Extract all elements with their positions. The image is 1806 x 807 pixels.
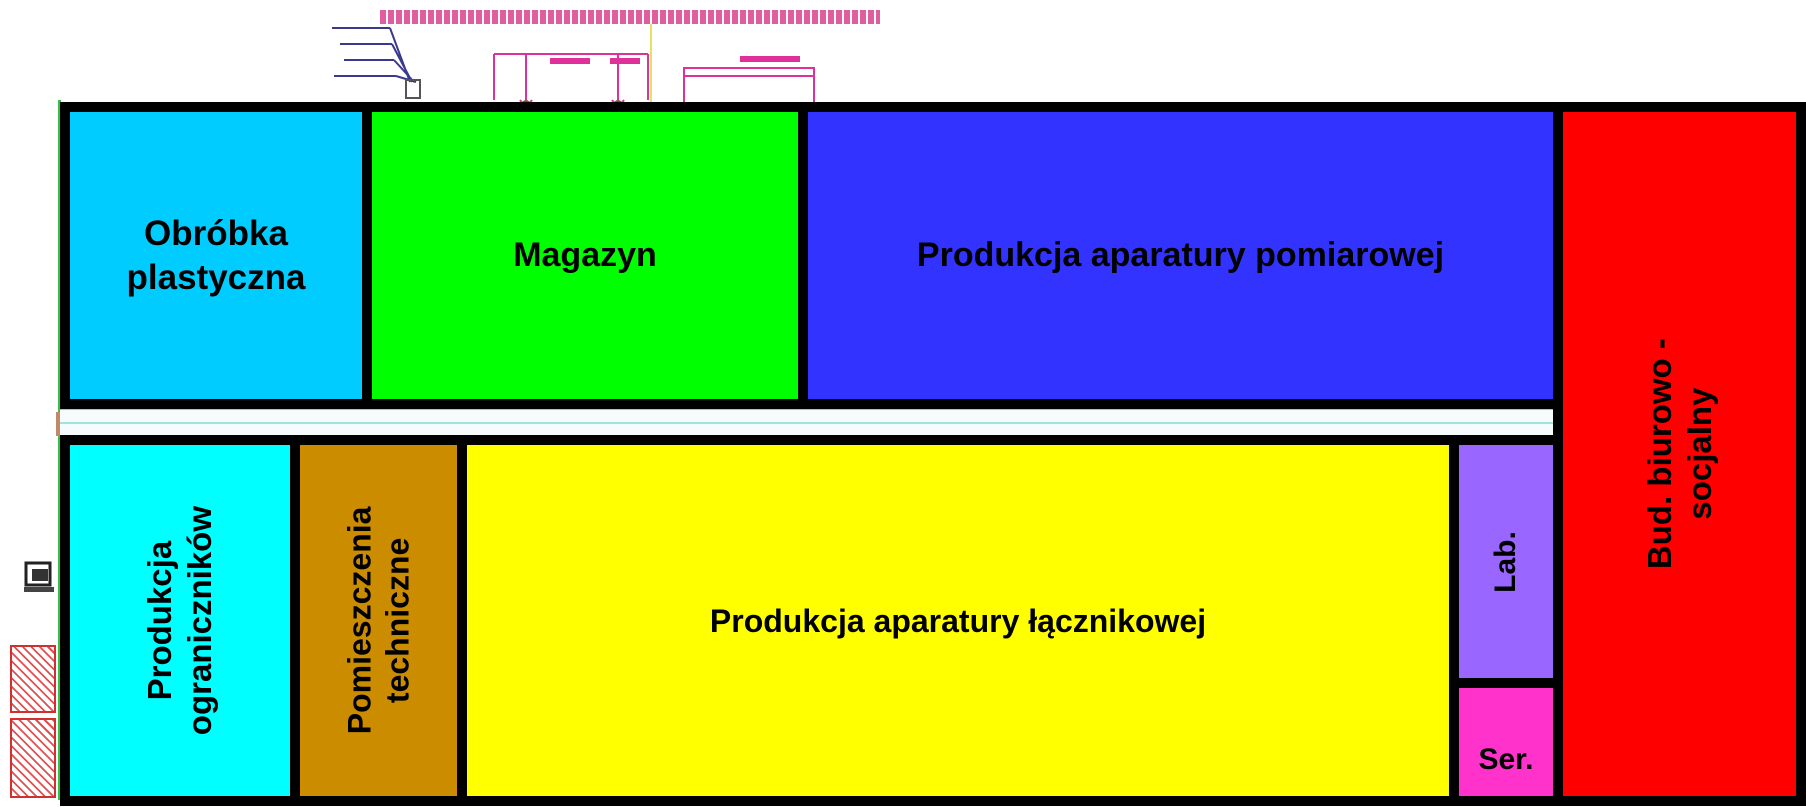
room-obrobka-plastyczna[interactable]: Obróbka plastyczna [60, 102, 372, 409]
room-magazyn[interactable]: Magazyn [362, 102, 808, 409]
room-label: Ser. [1478, 742, 1534, 776]
room-label: Produkcja aparatury łącznikowej [709, 602, 1207, 639]
room-label: Pomieszczenia techniczne [341, 506, 416, 735]
room-produkcja-aparatury-pomiarowej[interactable]: Produkcja aparatury pomiarowej [798, 102, 1563, 409]
room-label: Bud. biurowo - socjalny [1640, 338, 1718, 570]
corridor [60, 409, 1563, 437]
room-ser[interactable]: Ser. [1449, 678, 1563, 806]
room-produkcja-aparatury-lacznikowej[interactable]: Produkcja aparatury łącznikowej [457, 435, 1459, 806]
header-drawing-strip [380, 10, 880, 24]
left-hatched-block-lower [10, 718, 56, 798]
left-pipe-drawing [330, 22, 425, 102]
room-label: Magazyn [513, 236, 657, 275]
room-label: Lab. [1488, 530, 1522, 593]
room-label: Obróbka plastyczna [126, 213, 306, 297]
room-bud-biurowo-socjalny[interactable]: Bud. biurowo - socjalny [1553, 102, 1806, 806]
room-pomieszczenia-techniczne[interactable]: Pomieszczenia techniczne [290, 435, 467, 806]
yellow-marker-line [650, 24, 652, 104]
room-lab[interactable]: Lab. [1449, 435, 1563, 688]
room-label: Produkcja ograniczników [141, 505, 219, 736]
left-hatched-block-upper [10, 645, 56, 713]
left-wall-line [58, 100, 61, 800]
room-produkcja-ogranicznikow[interactable]: Produkcja ograniczników [60, 435, 300, 806]
room-label: Produkcja aparatury pomiarowej [916, 236, 1445, 275]
pink-frame-drawing [680, 48, 825, 106]
left-machine-icon [24, 555, 56, 593]
